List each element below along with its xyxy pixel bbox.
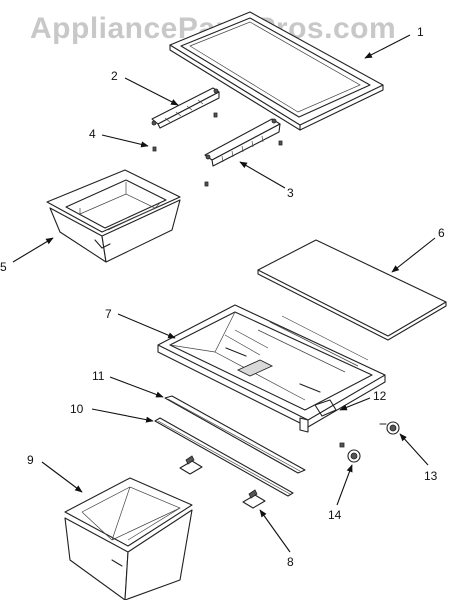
part-shelf-bracket-left <box>151 87 220 129</box>
part-slide-rail <box>154 417 294 497</box>
callout-6: 6 <box>438 226 445 240</box>
leader-12 <box>339 397 371 411</box>
callout-11: 11 <box>92 369 105 383</box>
leader-8 <box>259 509 291 553</box>
leader-10 <box>91 408 154 423</box>
leader-1 <box>364 34 411 59</box>
leader-11 <box>109 376 164 398</box>
callout-labels: 1 2 3 4 5 6 7 8 9 10 11 12 13 14 <box>0 25 445 569</box>
callout-13: 13 <box>424 469 438 483</box>
part-shelf-frame-top <box>169 11 384 131</box>
part-glass-panel <box>257 239 447 341</box>
callout-12: 12 <box>373 389 387 403</box>
callout-10: 10 <box>70 402 84 416</box>
part-front-trim <box>164 395 306 474</box>
callout-5: 5 <box>0 260 7 274</box>
leader-2 <box>124 77 179 106</box>
callout-9: 9 <box>27 453 34 467</box>
leader-9 <box>41 461 83 493</box>
leader-5 <box>12 237 54 263</box>
callout-8: 8 <box>287 555 294 569</box>
callout-3: 3 <box>287 186 294 200</box>
callout-14: 14 <box>328 508 342 522</box>
part-humidity-control <box>339 421 400 463</box>
part-glides <box>179 455 266 509</box>
part-crisper-drawer <box>64 477 193 600</box>
callout-2: 2 <box>111 69 118 83</box>
callout-1: 1 <box>417 25 424 39</box>
leader-13 <box>399 433 429 466</box>
leader-lines <box>12 34 436 553</box>
callout-4: 4 <box>89 127 96 141</box>
part-screws <box>152 112 283 187</box>
leader-14 <box>336 464 353 506</box>
part-crisper-cover-frame <box>157 304 386 433</box>
leader-7 <box>117 313 176 339</box>
part-shelf-bracket-right <box>204 118 281 167</box>
callout-7: 7 <box>105 307 112 321</box>
leader-6 <box>391 237 436 273</box>
leader-3 <box>239 161 286 189</box>
part-meat-pan <box>46 169 181 263</box>
leader-4 <box>101 134 149 148</box>
